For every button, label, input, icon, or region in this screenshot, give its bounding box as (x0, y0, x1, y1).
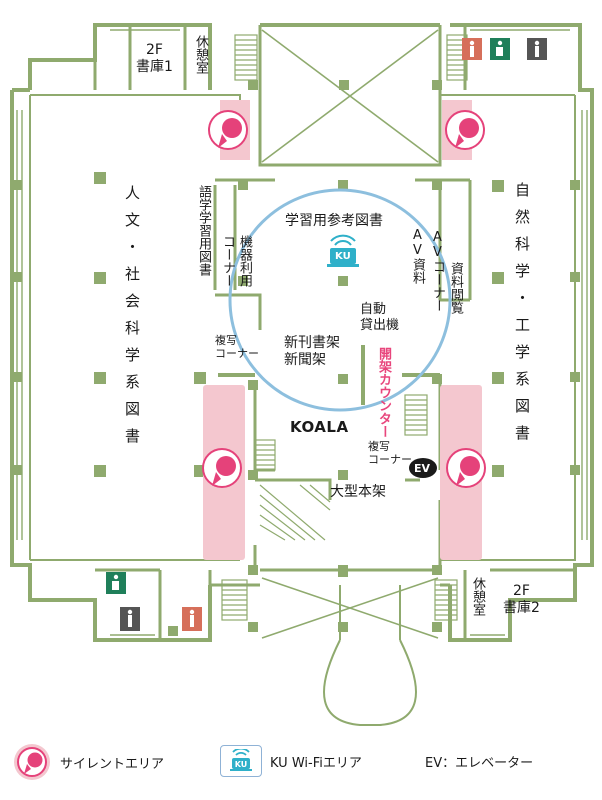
equipment-label: 機器利用 (237, 235, 252, 287)
legend-wifi: KU KU Wi-Fiエリア (220, 745, 362, 777)
legend-silent: サイレントエリア (12, 742, 164, 782)
window-ticks (16, 29, 588, 636)
restroom-icons (106, 38, 547, 631)
legend-ev: EV：エレベーター (425, 752, 533, 771)
av-corner-label: AVコーナー (430, 230, 445, 312)
av-materials-label: AV資料 (410, 228, 425, 284)
auto-lending-label: 自動 貸出機 (360, 302, 400, 333)
legend-ev-label: EV：エレベーター (425, 756, 534, 771)
language-study-label: 語学学習用図書 (196, 185, 211, 276)
ev-label: EV (414, 462, 431, 475)
wifi-legend-ku: KU (235, 760, 248, 769)
silent-icon (202, 110, 486, 488)
corner-1-label: コーナー (220, 235, 235, 287)
new-books-label: 新刊書架 新聞架 (284, 335, 340, 368)
wifi-legend-icon: KU (220, 745, 262, 777)
legend-wifi-label: KU Wi-Fiエリア (270, 755, 362, 771)
lending-counter-label: 開架カウンター (376, 347, 391, 438)
wifi-icon (327, 234, 359, 267)
science-label: 自然科学・工学系図書 (513, 182, 531, 452)
lounge-1-label: 休憩室 (193, 35, 208, 74)
humanities-label: 人文・社会科学系図書 (123, 185, 141, 455)
ev-badge (409, 458, 437, 478)
wifi-area-ring (228, 188, 452, 412)
koala-label: KOALA (290, 418, 349, 436)
large-shelf-label: 大型本架 (330, 484, 386, 500)
storage-2f-1-label: 2F 書庫1 (136, 42, 173, 75)
stairs (221, 34, 468, 621)
reference-label: 学習用参考図書 (285, 213, 383, 229)
copy-corner-2-label: 複写 コーナー (368, 440, 412, 466)
silent-area-legend-icon (14, 744, 50, 780)
atrium-void (261, 29, 439, 639)
columns (12, 80, 580, 636)
av-viewing-label: 資料閲覧 (448, 262, 463, 314)
lounge-2-label: 休憩室 (470, 577, 485, 616)
storage-2f-2-label: 2F 書庫2 (503, 583, 540, 616)
copy-corner-1-label: 複写 コーナー (215, 334, 259, 360)
legend-silent-label: サイレントエリア (60, 756, 165, 772)
wifi-ku-badge: KU (335, 251, 351, 262)
